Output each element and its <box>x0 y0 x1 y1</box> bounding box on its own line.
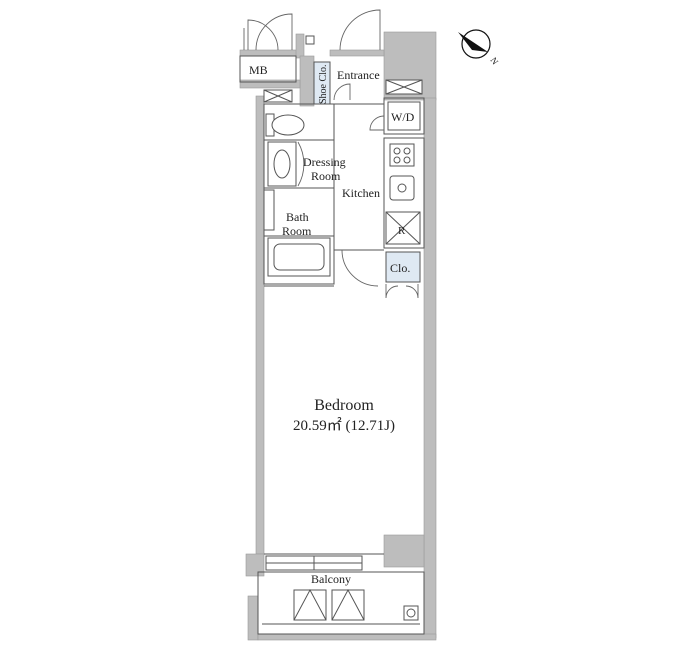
stove <box>389 143 415 167</box>
left-column-bottom <box>245 553 265 577</box>
entrance-top-wall <box>329 49 385 57</box>
bedroom-area-label: 20.59㎡ (12.71J) <box>293 417 395 434</box>
balcony-label: Balcony <box>311 572 351 586</box>
ac-unit-1 <box>293 589 327 621</box>
washer-dryer-label: W/D <box>391 110 415 124</box>
right-column-bottom <box>383 534 425 568</box>
mb-label: MB <box>249 63 268 77</box>
kitchen-label: Kitchen <box>342 186 380 200</box>
closet-label: Clo. <box>390 261 410 275</box>
balcony-bottom-wall <box>257 633 437 641</box>
bath-room-label-1: Bath <box>286 210 309 224</box>
mb-bottom-wall <box>239 79 301 89</box>
mb-box <box>239 55 297 83</box>
washbasin-bowl <box>273 149 291 179</box>
compass-needle-icon <box>458 32 488 52</box>
mb-top-wall <box>239 49 301 57</box>
bathtub-inner <box>273 243 325 271</box>
top-doors <box>243 9 381 51</box>
right-outer-wall <box>423 97 437 639</box>
dressing-room-label-2: Room <box>311 169 341 183</box>
shoe-closet-label: Shoe Clo. <box>318 65 329 104</box>
toilet-bowl <box>271 114 305 136</box>
kitchen-counter <box>383 137 425 249</box>
bedroom-label: Bedroom <box>314 397 374 414</box>
compass: N <box>458 29 501 67</box>
bath-shelf <box>263 189 275 231</box>
compass-n-label: N <box>488 55 500 66</box>
drain <box>403 605 419 621</box>
left-balcony-wall <box>247 595 259 641</box>
entrance-label: Entrance <box>337 68 380 82</box>
refrigerator-label: R <box>398 225 406 237</box>
walls <box>239 31 437 641</box>
closet <box>385 251 421 283</box>
bath-room-label-2: Room <box>282 224 312 238</box>
sink <box>389 175 415 201</box>
left-outer-wall <box>255 95 265 555</box>
ac-unit-2 <box>331 589 365 621</box>
mb-right-stub <box>295 33 305 59</box>
compass-ring <box>461 29 491 59</box>
entrance-left-wall <box>299 55 315 107</box>
washer-dryer-box <box>387 101 421 131</box>
balcony <box>257 571 425 635</box>
dressing-room-label-1: Dressing <box>303 155 346 169</box>
